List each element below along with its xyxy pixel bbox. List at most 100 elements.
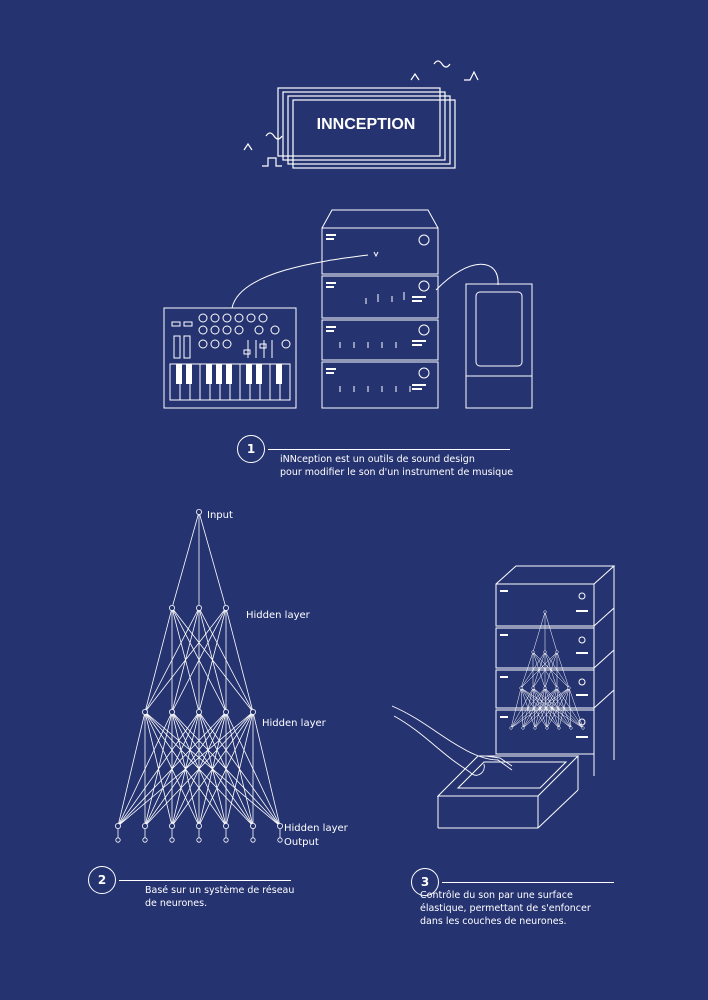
nn-node: [195, 709, 202, 716]
nn-connection: [144, 607, 227, 713]
rack-module-icon: [321, 209, 439, 409]
step-2-number: 2: [88, 866, 116, 894]
nn-connection: [144, 711, 254, 827]
nn-connection: [522, 687, 570, 729]
step-1-caption: iNNception est un outils de sound design…: [280, 453, 513, 479]
nn-connection: [534, 687, 570, 729]
nn-connection: [520, 651, 558, 689]
nn-connection: [510, 687, 522, 729]
nn-connection: [117, 711, 227, 827]
step-3-line-3: dans les couches de neurones.: [420, 916, 567, 927]
nn-connection: [198, 511, 227, 609]
mini-nn-node: [521, 726, 525, 730]
nn-connection: [510, 687, 546, 729]
mini-nn-node: [557, 726, 561, 730]
elastic-pad-icon: [465, 283, 533, 409]
mini-nn-node: [567, 686, 571, 690]
device-illustration: [163, 209, 533, 409]
step-3-line-2: élastique, permettant de s'enfoncer: [420, 903, 591, 914]
nn-node: [141, 823, 148, 830]
mini-nn-node: [581, 726, 585, 730]
nn-output-node: [223, 837, 229, 843]
mini-nn-node: [531, 650, 535, 654]
step-3-caption: Contrôle du son par une surface élastiqu…: [420, 889, 591, 928]
hand-icon: [391, 705, 513, 776]
step-2-rule: [119, 880, 291, 881]
mini-nn-node: [543, 650, 547, 654]
tower-icon: [495, 565, 616, 776]
nn-connection: [117, 711, 146, 827]
step-1-line-2: pour modifier le son d'un instrument de …: [280, 467, 514, 478]
nn-node: [115, 823, 122, 830]
nn-connection: [171, 607, 227, 713]
nn-node: [195, 823, 202, 830]
nn-node: [222, 709, 229, 716]
step-3-number: 3: [411, 868, 439, 896]
nn-connection: [171, 711, 254, 827]
nn-connection: [510, 687, 558, 729]
nn-hidden-layer-2-label: Hidden layer: [262, 718, 326, 729]
nn-input-label: Input: [207, 510, 233, 521]
nn-connection: [520, 651, 546, 689]
nn-output-label: Output: [284, 837, 319, 848]
mini-nn-node: [543, 610, 547, 614]
mini-nn-node: [555, 650, 559, 654]
nn-node: [222, 605, 229, 612]
nn-output-node: [142, 837, 148, 843]
nn-output-node: [250, 837, 256, 843]
synthesizer-icon: [163, 307, 297, 409]
nn-node: [276, 823, 283, 830]
mini-nn-node: [569, 726, 573, 730]
pad-block-icon: [436, 755, 580, 829]
nn-connection: [568, 687, 572, 729]
nn-connection: [117, 711, 200, 827]
nn-connection: [510, 687, 534, 729]
step-2-line-1: Basé sur un système de réseau: [145, 885, 295, 896]
mini-nn-node: [545, 726, 549, 730]
title-text: INNCEPTION: [317, 116, 416, 133]
mini-nn-node: [533, 726, 537, 730]
nn-connection: [546, 687, 570, 729]
nn-hidden-layer-3-label: Hidden layer: [284, 823, 348, 834]
nn-output-node: [115, 837, 121, 843]
step-1-line-1: iNNception est un outils de sound design: [280, 454, 475, 465]
nn-connection: [558, 687, 570, 729]
nn-hidden-layer-1-label: Hidden layer: [246, 610, 310, 621]
mini-nn-node: [555, 686, 559, 690]
mini-nn-node: [531, 686, 535, 690]
step-2-caption: Basé sur un système de réseau de neurone…: [145, 884, 294, 910]
mini-nn-node: [543, 686, 547, 690]
nn-connection: [144, 607, 200, 713]
nn-connection: [225, 607, 254, 713]
nn-node: [222, 823, 229, 830]
nn-output-node: [277, 837, 283, 843]
nn-connection: [117, 711, 173, 827]
nn-connection: [144, 607, 173, 713]
nn-connection: [532, 651, 558, 689]
nn-connection: [252, 711, 281, 827]
nn-node: [141, 709, 148, 716]
nn-node: [195, 508, 202, 515]
nn-connection: [556, 651, 570, 689]
installation-illustration: [391, 565, 616, 829]
nn-node: [195, 605, 202, 612]
nn-node: [168, 709, 175, 716]
step-3-line-1: Contrôle du son par une surface: [420, 890, 573, 901]
mini-nn-node: [519, 686, 523, 690]
nn-output-node: [196, 837, 202, 843]
nn-node: [249, 709, 256, 716]
nn-connection: [117, 711, 254, 827]
step-3-rule: [442, 882, 614, 883]
title-logo: [243, 60, 479, 169]
nn-connection: [544, 611, 558, 653]
nn-node: [249, 823, 256, 830]
step-2-line-2: de neurones.: [145, 898, 208, 909]
nn-connection: [520, 651, 534, 689]
nn-connection: [171, 511, 200, 609]
step-1-number: 1: [237, 435, 265, 463]
nn-node: [168, 605, 175, 612]
nn-connection: [532, 611, 546, 653]
nn-connection: [568, 687, 584, 729]
nn-connection: [510, 687, 570, 729]
